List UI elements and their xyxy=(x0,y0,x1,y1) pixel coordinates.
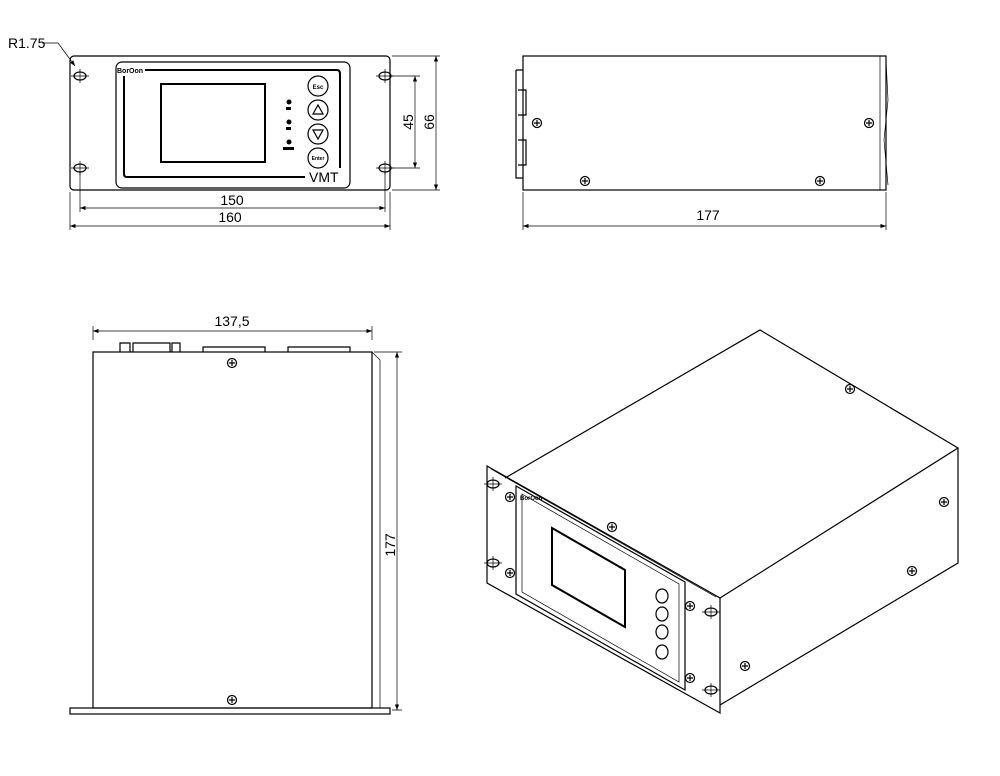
iso-screen xyxy=(551,526,626,629)
screw-icon xyxy=(684,672,696,684)
screw-icon xyxy=(579,175,591,187)
screw-icon xyxy=(684,600,696,612)
top-view: 137,5 177 xyxy=(69,313,402,715)
svg-text:Enter: Enter xyxy=(312,156,325,162)
mount-hole-icon xyxy=(375,68,395,84)
up-button xyxy=(307,99,329,121)
mount-hole-icon xyxy=(70,68,90,84)
bezel xyxy=(115,61,351,189)
side-body xyxy=(522,55,887,191)
screw-icon xyxy=(504,567,516,579)
mount-hole-icon xyxy=(701,604,721,620)
screw-icon xyxy=(814,175,826,187)
dimension-45: 45 xyxy=(400,114,416,130)
enter-button: Enter xyxy=(307,147,329,169)
brand-logo: BorOon xyxy=(117,68,143,75)
connector xyxy=(202,346,266,352)
screw-icon xyxy=(606,521,618,533)
isometric-view: BorOon xyxy=(483,329,960,715)
connector xyxy=(287,346,351,352)
front-plate-edge xyxy=(515,69,527,179)
status-leds xyxy=(283,99,294,150)
dimension-177-side: 177 xyxy=(696,207,720,223)
dimension-150: 150 xyxy=(220,192,244,208)
front-plate xyxy=(69,55,391,191)
bottom-plate xyxy=(69,707,391,715)
connector xyxy=(119,342,181,352)
front-view: BorOon VMT Esc Enter R1.75 45 66 xyxy=(8,35,440,230)
iso-buttons xyxy=(655,588,669,660)
dimension-66: 66 xyxy=(421,114,437,130)
dimension-160: 160 xyxy=(218,209,242,225)
dimension-137-5: 137,5 xyxy=(214,313,249,329)
screw-icon xyxy=(226,357,238,369)
screw-icon xyxy=(938,496,950,508)
screw-icon xyxy=(739,660,751,672)
radius-dimension: R1.75 xyxy=(8,35,46,51)
iso-bezel xyxy=(515,484,686,692)
svg-text:Esc: Esc xyxy=(313,85,324,91)
iso-brand-logo: BorOon xyxy=(520,496,543,502)
down-button xyxy=(307,123,329,145)
screw-icon xyxy=(863,117,875,129)
mount-hole-icon xyxy=(701,682,721,698)
side-view: 177 xyxy=(515,55,889,230)
iso-top xyxy=(504,329,960,599)
display-screen xyxy=(160,83,266,163)
esc-button: Esc xyxy=(307,75,329,97)
screw-icon xyxy=(531,117,543,129)
iso-side xyxy=(719,448,959,706)
screw-icon xyxy=(844,383,856,395)
iso-front-plate xyxy=(486,464,721,715)
model-label: VMT xyxy=(309,169,339,185)
screw-icon xyxy=(906,565,918,577)
top-body xyxy=(92,351,373,709)
dimension-177-top: 177 xyxy=(382,533,398,557)
screw-icon xyxy=(226,694,238,706)
screw-icon xyxy=(504,491,516,503)
